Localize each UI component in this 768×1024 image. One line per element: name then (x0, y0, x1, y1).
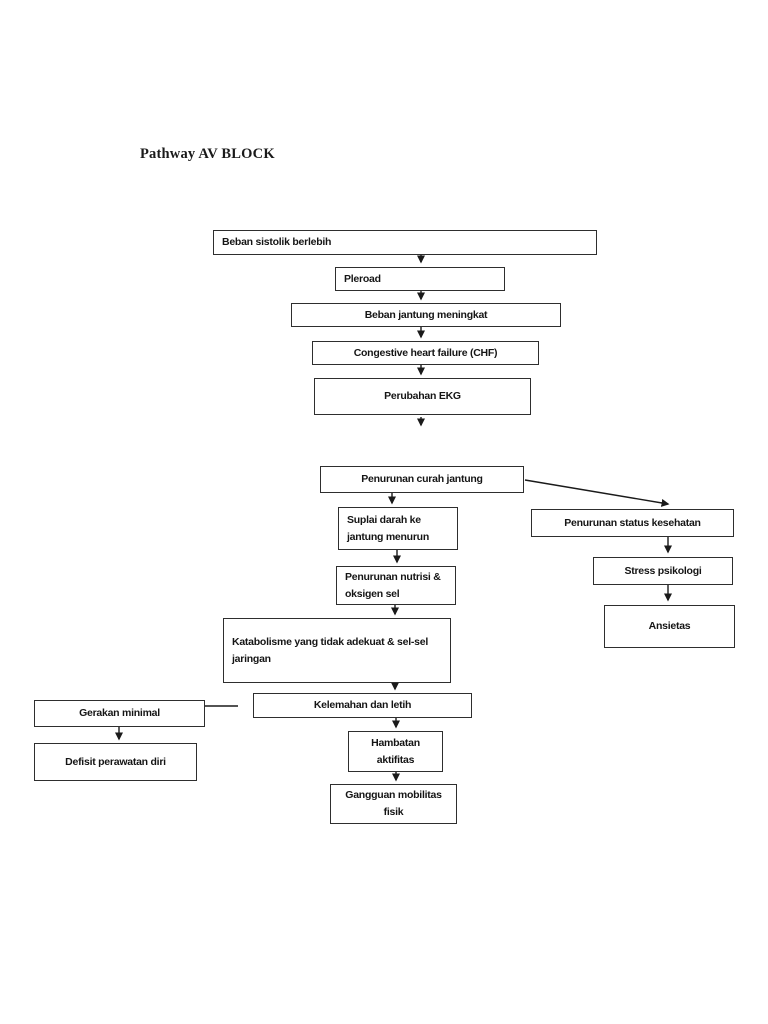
node-gerakan-minimal: Gerakan minimal (34, 700, 205, 727)
node-label: Congestive heart failure (CHF) (353, 346, 498, 359)
node-penurunan-nutrisi-oksigen: Penurunan nutrisi & oksigen sel (336, 566, 456, 605)
node-penurunan-status-kesehatan: Penurunan status kesehatan (531, 509, 734, 537)
node-gangguan-mobilitas-fisik: Gangguan mobilitas fisik (330, 784, 457, 824)
node-suplai-darah-ke-jantung: Suplai darah ke jantung menurun (338, 507, 458, 550)
node-pleroad: Pleroad (335, 267, 505, 291)
node-label: Hambatan aktifitas (371, 736, 420, 766)
node-stress-psikologi: Stress psikologi (593, 557, 733, 585)
node-label: Ansietas (648, 620, 691, 632)
node-label: Stress psikologi (624, 564, 702, 577)
arrow-curah-to-status-kesehatan (524, 479, 670, 507)
node-label: Penurunan status kesehatan (564, 516, 701, 529)
node-beban-jantung-meningkat: Beban jantung meningkat (291, 303, 561, 327)
node-label: Suplai darah ke jantung menurun (347, 513, 429, 543)
node-label: Pleroad (344, 272, 381, 285)
node-label: Gangguan mobilitas fisik (345, 789, 442, 818)
node-ansietas: Ansietas (604, 605, 735, 648)
node-congestive-heart-failure: Congestive heart failure (CHF) (312, 341, 539, 365)
node-label: Beban jantung meningkat (364, 308, 488, 321)
node-label: Perubahan EKG (384, 390, 461, 402)
node-katabolisme-tidak-adekuat: Katabolisme yang tidak adekuat & sel-sel… (223, 618, 451, 683)
node-label: Kelemahan dan letih (313, 699, 412, 711)
node-label: Defisit perawatan diri (65, 755, 166, 768)
node-penurunan-curah-jantung: Penurunan curah jantung (320, 466, 524, 493)
node-label: Beban sistolik berlebih (222, 236, 332, 248)
node-perubahan-ekg: Perubahan EKG (314, 378, 531, 415)
node-label: Gerakan minimal (79, 707, 160, 719)
node-kelemahan-dan-letih: Kelemahan dan letih (253, 693, 472, 718)
node-hambatan-aktifitas: Hambatan aktifitas (348, 731, 443, 772)
node-beban-sistolik-berlebih: Beban sistolik berlebih (213, 230, 597, 255)
node-defisit-perawatan-diri: Defisit perawatan diri (34, 743, 197, 781)
node-label: Katabolisme yang tidak adekuat & sel-sel… (232, 635, 428, 665)
page-title: Pathway AV BLOCK (140, 146, 275, 162)
node-label: Penurunan curah jantung (361, 473, 483, 485)
node-label: Penurunan nutrisi & oksigen sel (345, 570, 441, 600)
